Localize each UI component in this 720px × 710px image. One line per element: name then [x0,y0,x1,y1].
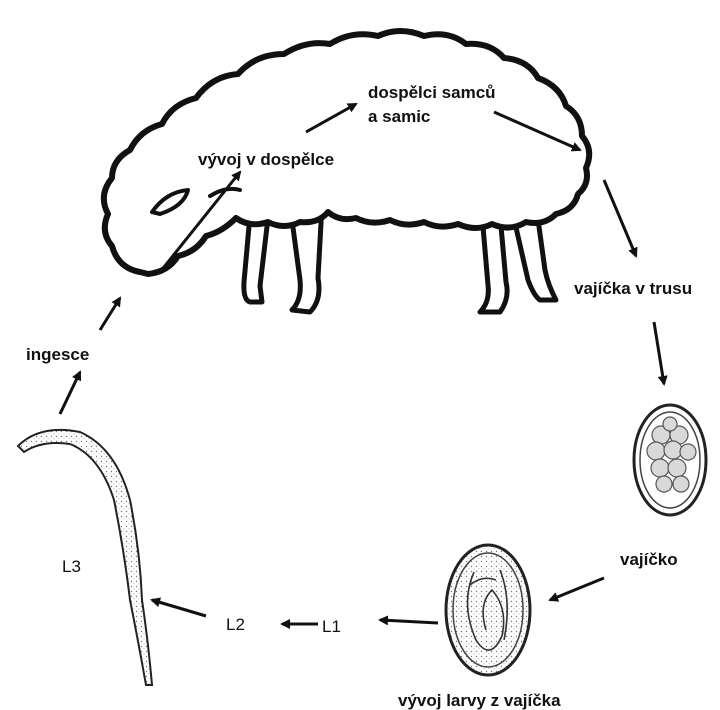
arrow-ingestion-to-sheep [100,298,120,330]
label-ingestion: ingesce [26,345,89,364]
sheep-front-leg-back [244,215,268,302]
label-egg: vajíčko [620,550,678,569]
arrow-l2-to-l3 [152,600,206,616]
arrow-l3-to-ingestion [60,372,80,414]
arrow-feces-to-egg [654,322,664,384]
arrow-embryo-to-l1 [380,620,438,623]
label-larva-development: vývoj larvy z vajíčka [398,691,561,710]
egg-icon [634,405,706,515]
label-development-adult: vývoj v dospělce [198,150,334,169]
sheep-icon [104,31,589,312]
label-l3: L3 [62,557,81,576]
label-adults-line2: a samic [368,107,430,126]
arrow-egg-to-embryo [550,578,604,600]
larva-icon [18,430,152,685]
label-adults: dospělci samců [368,83,496,102]
embryonated-egg-icon [446,545,530,675]
label-l1: L1 [322,617,341,636]
arrow-to-feces [604,180,636,256]
label-eggs-in-feces: vajíčka v trusu [574,279,692,298]
label-l2: L2 [226,615,245,634]
